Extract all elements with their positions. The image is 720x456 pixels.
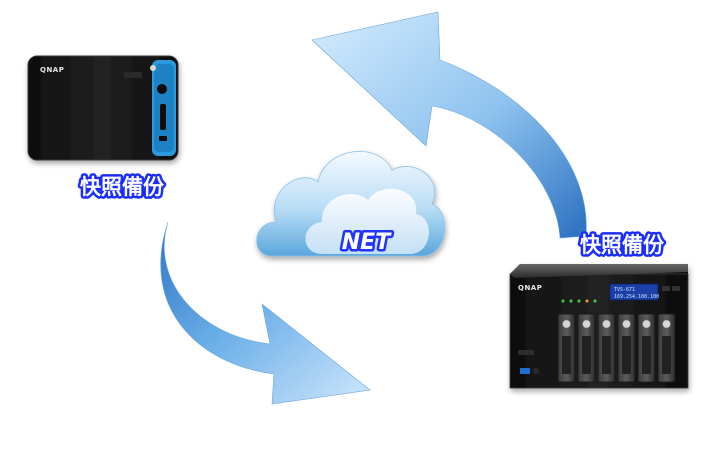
svg-text:QNAP: QNAP	[40, 66, 64, 74]
arrow-top-right	[311, 11, 587, 239]
drive-bay	[657, 313, 676, 383]
nas-left-logo: QNAP	[40, 66, 64, 74]
drive-bay	[557, 313, 576, 383]
svg-text:TVS-671: TVS-671	[614, 287, 635, 293]
arrow-bottom-left	[160, 221, 371, 405]
drive-bay	[637, 313, 656, 383]
drive-bays	[557, 313, 676, 383]
lcd-display: TVS-671 169.254.100.100	[609, 283, 659, 301]
cloud-icon: NET	[256, 151, 446, 258]
drive-bay	[617, 313, 636, 383]
drive-bay	[577, 313, 596, 383]
left-caption: 快照備份	[80, 175, 165, 199]
drive-bay	[597, 313, 616, 383]
nas-left: QNAP	[27, 55, 179, 161]
right-caption: 快照備份	[580, 233, 665, 257]
svg-text:QNAP: QNAP	[518, 284, 542, 292]
svg-text:169.254.100.100: 169.254.100.100	[614, 294, 659, 300]
nas-right-logo: QNAP	[518, 284, 542, 292]
nas-right: QNAP TVS-671 169.254.100.100	[509, 264, 689, 389]
cloud-label: NET	[342, 230, 392, 255]
